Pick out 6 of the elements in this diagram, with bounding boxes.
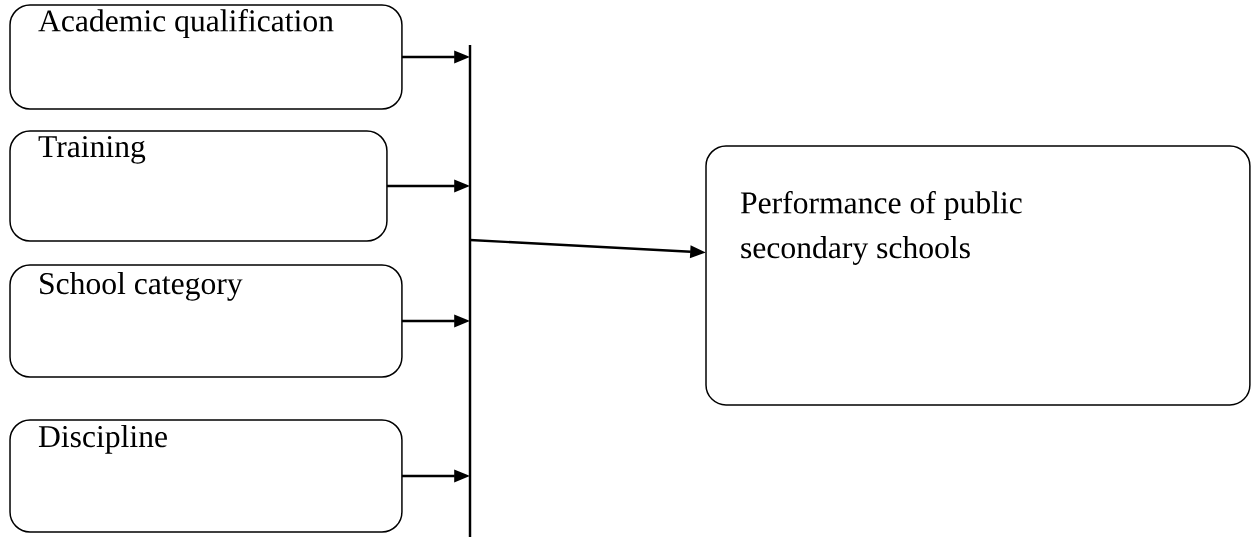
text-box: Training (9, 130, 388, 242)
text-box: Discipline (9, 419, 403, 533)
text-box: Academic qualification (9, 4, 403, 110)
text-box: School category (9, 264, 403, 378)
text-box: Performance of public secondary schools (705, 145, 1251, 406)
junction-bar (468, 43, 472, 537)
